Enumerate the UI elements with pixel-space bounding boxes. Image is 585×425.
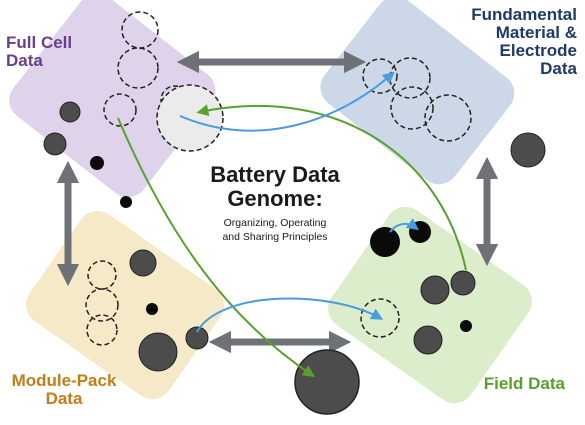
title-line-2: Genome: [227,185,323,211]
title-line-1: Battery Data [210,162,340,187]
module-pack-dark-circle [129,249,157,277]
full-cell-dashed-circle [121,11,159,49]
green-link-fullcell-to-large-circle [117,117,315,378]
fundamental-panel [320,0,515,185]
fundamental-dashed-circle [362,58,398,94]
full-cell-dashed-circle [117,47,159,89]
fundamental-dashed-circle [424,94,472,142]
blue-link-fullcell-fundamental [179,71,395,132]
module-pack-dark-circle [185,326,209,350]
module-pack-dashed-circle [86,314,118,346]
field-dashed-circle [360,298,400,338]
full-cell-dark-circle [59,101,81,123]
subtitle-line-1: Organizing, Operating [223,216,327,229]
blue-link-center-circles [389,218,419,233]
full-cell-dashed-circle [103,93,137,127]
field-label: Field Data [483,374,565,393]
full-cell-black-dot [90,156,104,170]
full-cell-dark-circle [43,132,67,156]
field-black-dot [460,320,472,332]
blue-link-module-field [196,297,384,333]
module-pack-dark-circle [138,332,178,372]
center-black-circle [370,227,400,257]
field-dark-circle [450,270,476,296]
module-pack-label: Module-Pack Data [11,371,117,408]
full-cell-label: Full Cell Data [6,33,73,70]
green-link-field-to-fullcell [196,104,467,271]
module-pack-black-dot [146,303,158,315]
field-dark-circle [413,325,443,355]
black-dot [120,196,132,208]
full-cell-dashed-circle [156,84,224,152]
fundamental-dashed-circle [389,57,431,99]
center-black-circle-small [409,221,431,243]
module-pack-dashed-circle [85,288,119,322]
large-dark-circle [294,349,360,415]
fundamental-dashed-circle [390,86,434,130]
field-dark-circle [420,275,450,305]
subtitle-line-2: and Sharing Principles [222,230,328,243]
fundamental-dark-circle [510,132,546,168]
diagram-title: Battery Data Genome: Organizing, Operati… [180,163,370,244]
fundamental-label: Fundamental Material & Electrode Data [471,5,577,78]
module-pack-dashed-circle [87,260,117,290]
